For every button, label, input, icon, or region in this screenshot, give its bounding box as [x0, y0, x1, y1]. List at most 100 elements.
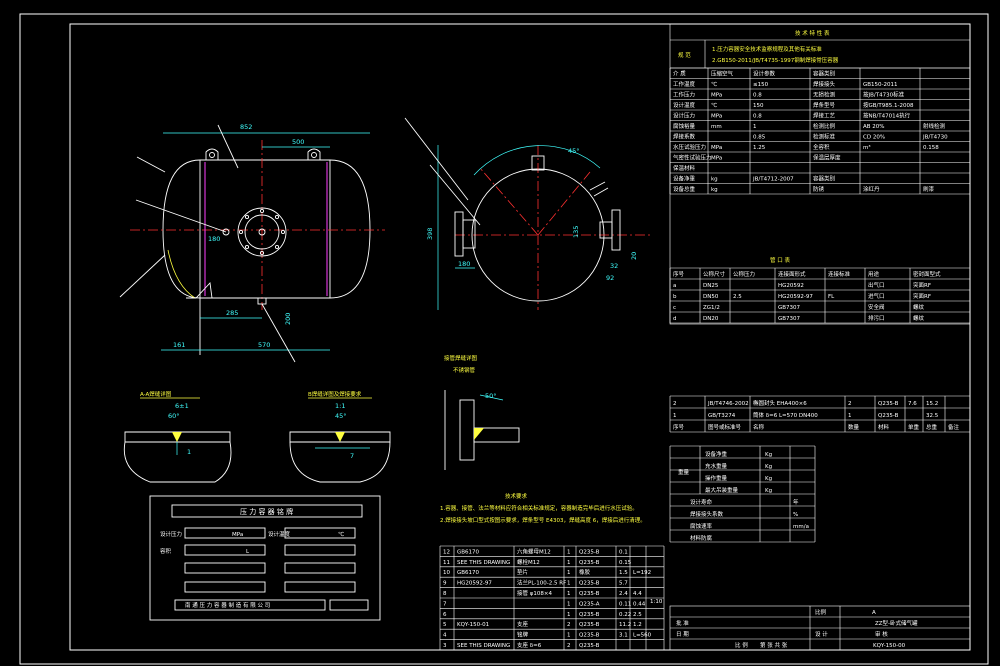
spec-cell: MPa	[711, 145, 722, 151]
bom-lower-cell: Q235-B	[579, 633, 600, 639]
bom-lower-cell: HG20592-97	[457, 581, 492, 587]
spec-std-line-1: 1.压力容器安全技术监察规程及其他有关标准	[712, 45, 822, 53]
weld-left-gap: 1	[187, 448, 191, 456]
spec-cell: 设计参数	[753, 70, 776, 78]
title-approve: 批 准	[676, 619, 689, 627]
notes-line-1: 1.容器、接管、法兰等材料应符合相关标准规定，容器制造完毕后进行水压试验。	[440, 504, 638, 512]
spec-std-line-2: 2.GB150-2011/JB/T4735-1997钢制焊接常压容器	[712, 56, 839, 64]
bom-upper-cell: 1	[673, 413, 677, 419]
bom-lower-cell: 支座	[517, 620, 529, 628]
bom-lower-cell: 1	[567, 612, 571, 618]
dim-angle-top: 45°	[568, 147, 580, 155]
weld-left-title: A-A焊缝详图	[140, 390, 172, 398]
nameplate-label-volume: 容积	[160, 547, 172, 555]
weight-extra-label: 材料防腐	[690, 534, 713, 542]
spec-cell: ≤150	[753, 82, 769, 88]
spec-cell: GB150-2011	[863, 82, 898, 88]
bom-lower-cell: 法兰PL-100-2.5 RF	[517, 579, 566, 587]
dim-side-a: 92	[606, 274, 614, 282]
title-page: 第 张 共 张	[760, 641, 788, 649]
spec-cell: 保温层厚度	[813, 154, 841, 162]
spec-cell: 容器类别	[813, 175, 835, 183]
bom-lower-cell: 1	[567, 570, 571, 576]
nozzle-cell: 螺纹	[913, 303, 925, 311]
bom-upper-cell: 15.2	[926, 401, 938, 407]
bom-lower-cell: 3	[443, 643, 447, 649]
title-name: ZZ型-卧式储气罐	[875, 619, 918, 627]
spec-cell: 0.158	[923, 145, 939, 151]
nozzle-cell: 密封面型式	[913, 270, 941, 278]
weld-right-angle: 45°	[335, 412, 347, 420]
nozzle-cell: DN20	[703, 316, 719, 322]
spec-cell: 焊接工艺	[813, 112, 836, 120]
dim-left-offset: 161	[173, 341, 185, 349]
bom-lower-cell: 接管 φ108×4	[517, 589, 552, 597]
bom-lower-cell: 0.22	[619, 612, 631, 618]
spec-cell: ℃	[711, 81, 717, 88]
bom-lower-cell: 1.5	[619, 570, 628, 576]
spec-cell: 0.8	[753, 114, 762, 120]
bom-lower-cell: 1	[567, 601, 571, 607]
spec-cell: 检测比例	[813, 122, 836, 130]
nozzle-subtitle: 不锈钢管	[453, 366, 476, 374]
bom-lower-cell: 0.1	[619, 549, 628, 555]
bom-upper-cell: 椭圆封头 EHA400×6	[753, 399, 807, 407]
bom-lower-cell: 9	[443, 581, 447, 587]
dim-drain-height: 200	[284, 313, 292, 325]
spec-cell: AB 20%	[863, 124, 885, 130]
bom-lower-cell: 1	[567, 581, 571, 587]
bom-upper-cell: 序号	[673, 423, 685, 431]
spec-cell: 全容积	[813, 143, 830, 151]
bom-lower-cell: Q235-A	[579, 601, 600, 607]
nameplate-unit-volume: L	[246, 549, 250, 555]
bom-upper-cell: Q235-B	[878, 401, 899, 407]
dim-manhole-offset: 180	[208, 235, 220, 243]
spec-cell: 设备净重	[673, 175, 696, 183]
spec-cell: 气密性试验压力	[673, 154, 712, 162]
spec-cell: 水压试验压力	[673, 143, 706, 151]
weight-left: 重量	[678, 468, 690, 476]
weld-right-ratio: 1:1	[335, 402, 345, 410]
bom-lower-cell: 六角螺母M12	[517, 547, 551, 555]
nozzle-cell: 进气口	[868, 292, 885, 300]
weight-row-label: 最大吊装重量	[705, 486, 739, 494]
notes-title: 技术要求	[505, 492, 528, 500]
nozzle-cell: 连接标准	[828, 270, 851, 278]
nameplate-footer: 南 通 压 力 容 器 制 造 有 限 公 司	[185, 601, 270, 609]
nozzle-table-title: 管 口 表	[770, 256, 790, 264]
bom-lower-cell: 橡胶	[579, 568, 591, 576]
bom-lower-cell: Q235-B	[579, 560, 600, 566]
nozzle-cell: 连接面形式	[778, 270, 806, 278]
bom-lower-cell: 1	[567, 633, 571, 639]
title-design: 设 计	[815, 630, 828, 638]
nozzle-cell: 公称尺寸	[703, 270, 726, 278]
spec-cell: mm	[711, 124, 722, 130]
nozzle-cell: 出气口	[868, 281, 885, 289]
bom-lower-cell: 6	[443, 612, 447, 618]
spec-cell: 无损检测	[813, 91, 836, 99]
spec-cell: 0.8	[753, 93, 762, 99]
spec-cell: 1.25	[753, 145, 766, 151]
nozzle-angle: 50°	[485, 392, 497, 400]
bom-upper-cell: 材料	[878, 423, 890, 431]
bom-lower-cell: 8	[443, 591, 447, 597]
bom-lower-cell: 支座 δ=6	[517, 641, 542, 649]
title-ratio-value: 1:10	[650, 599, 663, 605]
nozzle-cell: c	[673, 305, 676, 311]
nozzle-title: 接管焊缝详图	[444, 354, 478, 362]
nozzle-cell: GB7307	[778, 305, 801, 311]
spec-cell: 射线检测	[923, 122, 946, 130]
weight-row-unit: Kg	[765, 452, 772, 458]
bom-upper-cell: JB/T4746-2002	[707, 401, 749, 407]
bom-lower-cell: 2	[567, 643, 571, 649]
bom-lower-cell: 1	[567, 549, 571, 555]
weight-row-label: 操作重量	[705, 474, 728, 482]
dim-flange-width: 180	[458, 260, 470, 268]
bom-lower-cell: 1	[567, 591, 571, 597]
weight-row-unit: Kg	[765, 476, 772, 482]
nozzle-cell: 用途	[868, 270, 880, 278]
spec-cell: 容器类别	[813, 70, 835, 78]
